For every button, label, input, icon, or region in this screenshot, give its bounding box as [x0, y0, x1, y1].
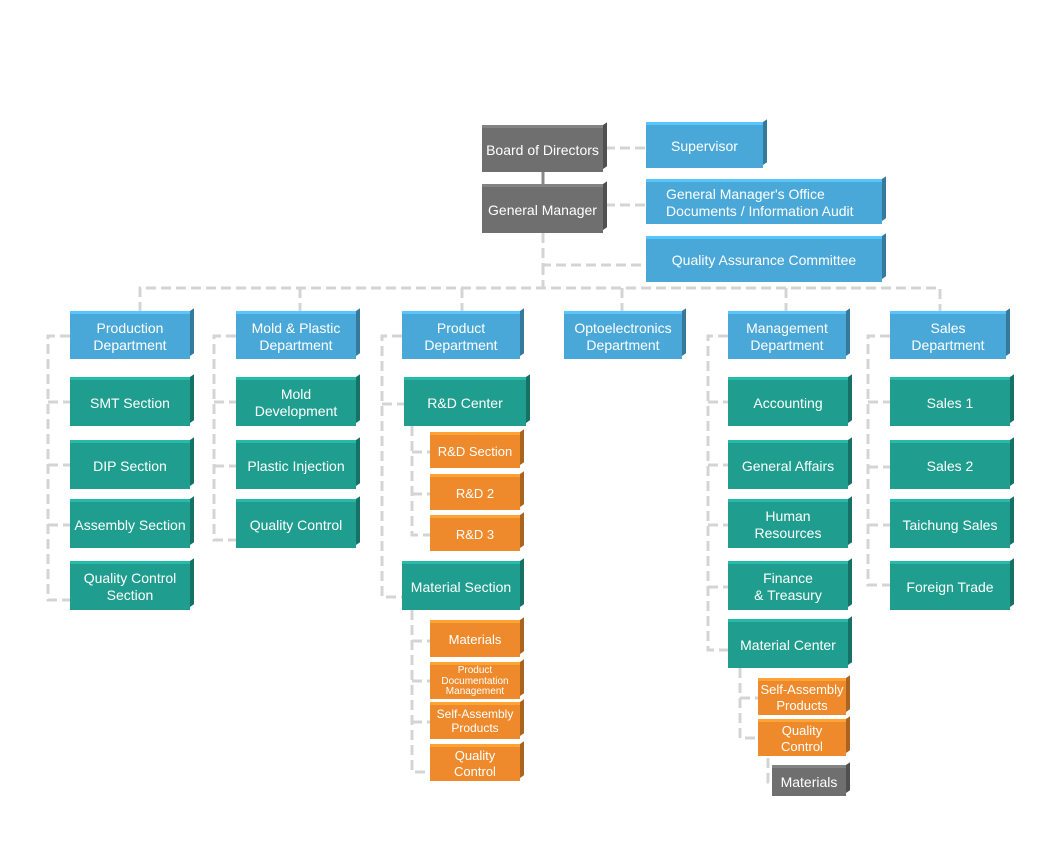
sales-item: Taichung Sales — [890, 502, 1010, 548]
material-item: Self-Assembly Products — [430, 705, 520, 739]
material-item: Quality Control — [430, 747, 520, 781]
center-item: Self-Assembly Products — [758, 681, 846, 715]
supervisor-box: Supervisor — [646, 125, 763, 168]
mold-item: Mold Development — [236, 380, 356, 426]
sales-item: Sales 2 — [890, 443, 1010, 489]
management-item: General Affairs — [728, 443, 848, 489]
rd-item: R&D 2 — [430, 477, 520, 510]
sales-item: Foreign Trade — [890, 564, 1010, 610]
material-item: Materials — [430, 623, 520, 657]
management-item: Accounting — [728, 380, 848, 426]
qa-committee-box: Quality Assurance Committee — [646, 239, 882, 282]
material-section-box: Material Section — [402, 564, 520, 610]
optoelectronics-department-box: Optoelectronics Department — [564, 314, 682, 359]
management-item: Finance & Treasury — [728, 564, 848, 610]
rd-item: R&D 3 — [430, 518, 520, 551]
production-item: Quality Control Section — [70, 564, 190, 610]
mold-plastic-department-box: Mold & Plastic Department — [236, 314, 356, 359]
rd-center-box: R&D Center — [404, 380, 526, 426]
mold-item: Plastic Injection — [236, 443, 356, 489]
mold-item: Quality Control — [236, 502, 356, 548]
production-department-box: Production Department — [70, 314, 190, 359]
production-item: Assembly Section — [70, 502, 190, 548]
rd-item: R&D Section — [430, 435, 520, 468]
materials-box: Materials — [772, 768, 846, 796]
production-item: DIP Section — [70, 443, 190, 489]
center-item: Quality Control — [758, 722, 846, 756]
production-item: SMT Section — [70, 380, 190, 426]
material-center-box: Material Center — [728, 622, 848, 668]
product-department-box: Product Department — [402, 314, 520, 359]
sales-department-box: Sales Department — [890, 314, 1006, 359]
board-of-directors-box: Board of Directors — [482, 128, 603, 172]
material-item: Product Documentation Management — [430, 665, 520, 699]
management-department-box: Management Department — [728, 314, 846, 359]
gm-office-box: General Manager's Office Documents / Inf… — [646, 182, 882, 224]
sales-item: Sales 1 — [890, 380, 1010, 426]
general-manager-box: General Manager — [482, 187, 603, 233]
management-item: Human Resources — [728, 502, 848, 548]
